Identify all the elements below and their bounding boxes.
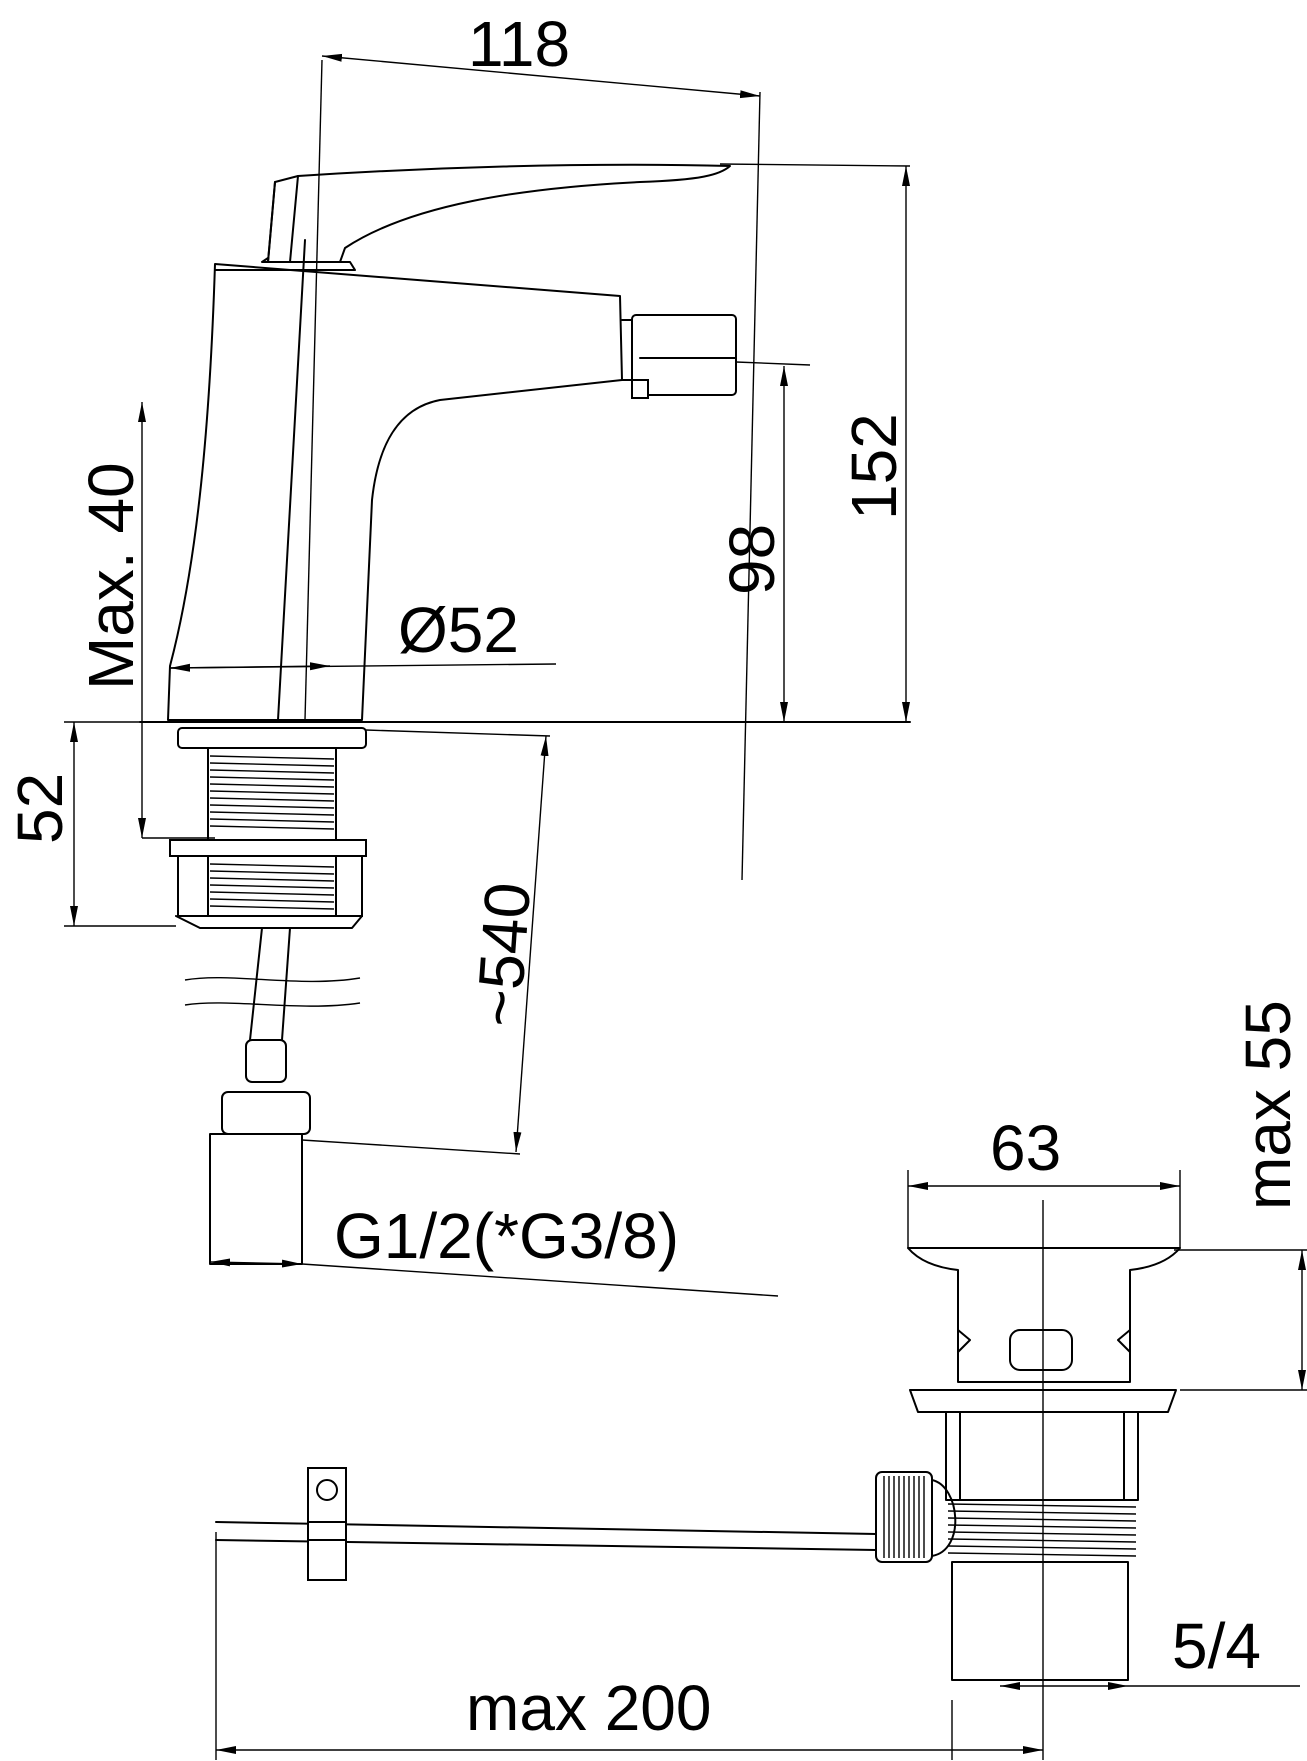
thread-line (947, 1545, 1137, 1550)
dim-max55: max 55 (1174, 1000, 1307, 1391)
thread-line (209, 790, 335, 795)
dim-dia52: Ø52 (169, 594, 557, 672)
dim-152-label: 152 (838, 413, 910, 520)
thread-line (209, 891, 335, 896)
dim-118: 118 (304, 8, 761, 881)
thread-line (947, 1510, 1137, 1515)
thread-line (947, 1552, 1137, 1557)
thread-line (947, 1517, 1137, 1522)
dim-98: 98 (716, 361, 811, 722)
thread-line (209, 783, 335, 788)
thread-line (209, 825, 335, 830)
thread-line (947, 1531, 1137, 1536)
thread-line (947, 1538, 1137, 1543)
dim-max200-label: max 200 (466, 1672, 711, 1744)
dim-52: 52 (4, 721, 176, 927)
thread-line (209, 776, 335, 781)
dim-152: 152 (719, 163, 911, 722)
dim-540: ~540 (301, 729, 551, 1155)
thread-line (209, 804, 335, 809)
faucet-body (139, 163, 911, 723)
thread-line (209, 769, 335, 774)
thread-line (209, 797, 335, 802)
thread-line (209, 898, 335, 903)
dim-63: 63 (907, 1112, 1181, 1248)
thread-line (209, 884, 335, 889)
popup-waste (215, 1247, 1181, 1681)
dim-thread: G1/2(*G3/8) (209, 1200, 779, 1297)
thread-line (209, 818, 335, 823)
dim-118-label: 118 (468, 8, 570, 80)
dim-max40: Max. 40 (75, 402, 215, 839)
dim-52-label: 52 (4, 773, 76, 844)
dim-max40-label: Max. 40 (75, 462, 147, 690)
thread-line (209, 811, 335, 816)
dim-thread-label: G1/2(*G3/8) (334, 1200, 679, 1272)
dim-63-label: 63 (990, 1112, 1061, 1184)
dim-5-4: 5/4 (951, 1610, 1300, 1760)
thread-line (209, 870, 335, 875)
thread-line (209, 863, 335, 868)
thread-line (209, 905, 335, 910)
dim-max55-label: max 55 (1232, 1000, 1304, 1210)
dim-5-4-label: 5/4 (1172, 1610, 1261, 1682)
dim-max200: max 200 (215, 1532, 1043, 1760)
dim-98-label: 98 (716, 524, 788, 595)
dim-540-label: ~540 (462, 880, 544, 1029)
thread-line (947, 1503, 1137, 1508)
thread-line (209, 877, 335, 882)
thread-line (209, 762, 335, 767)
mounting-shank (169, 727, 367, 1265)
thread-line (947, 1524, 1137, 1529)
dim-dia52-label: Ø52 (398, 594, 519, 666)
thread-line (209, 755, 335, 760)
